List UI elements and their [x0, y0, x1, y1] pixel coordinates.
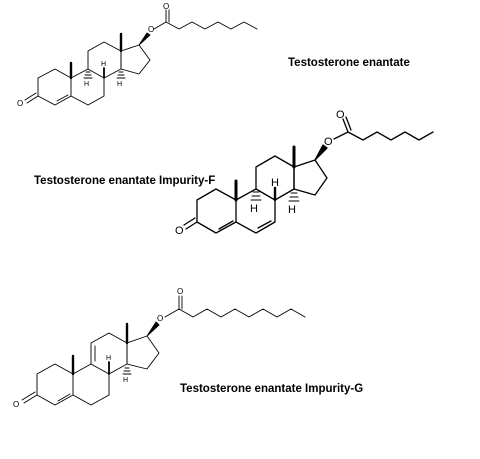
bond-c3-o — [23, 394, 38, 404]
ring-a — [37, 68, 72, 106]
hydrogen-c8-label: H — [271, 177, 279, 189]
hydrogen-c9-label: H — [250, 203, 258, 215]
atom-labels-c: O O O H H — [13, 287, 183, 409]
hydrogen-c14-label: H — [123, 377, 128, 384]
bond-c3-o — [185, 221, 198, 230]
hydrogen-c9-label: H — [84, 81, 89, 88]
ring-c — [90, 332, 128, 375]
ester-chain — [164, 308, 306, 318]
ring-c — [255, 155, 295, 201]
ester-chain — [153, 21, 258, 30]
ester-oxygen-label: O — [157, 314, 163, 323]
ester-chain — [333, 131, 434, 141]
atom-labels-b: O O O H H H — [175, 109, 345, 237]
ring-a — [36, 363, 74, 406]
ring-c — [87, 41, 122, 79]
hashed-bond-c9 — [83, 71, 93, 79]
carbonyl-oxygen-label: O — [163, 2, 169, 11]
bond-c3-o-double — [21, 391, 36, 401]
atom-labels-a: O O O H H H — [17, 2, 169, 108]
wedge-bond-c17-o — [138, 32, 151, 46]
hashed-bond-c14 — [288, 192, 300, 202]
hashed-bond-c14 — [122, 367, 132, 375]
structure-testosterone-enantate — [24, 9, 258, 106]
ketone-oxygen-label: O — [13, 400, 19, 409]
ring-b — [70, 68, 105, 106]
carbonyl-oxygen-label: O — [336, 109, 345, 121]
ring-a — [196, 188, 237, 234]
hashed-bond-c9 — [250, 191, 262, 201]
structure-impurity-f — [183, 116, 434, 234]
hashed-bond-c14 — [116, 71, 126, 79]
carbonyl-bond-double — [345, 116, 352, 131]
ring-d — [293, 159, 328, 196]
caption-testosterone-enantate: Testosterone enantate — [288, 57, 410, 69]
bond-c3-o-double — [24, 92, 37, 101]
bond-c3-o-double — [183, 217, 196, 226]
hydrogen-c8-label: H — [106, 355, 111, 362]
bond-c3-o — [26, 95, 39, 104]
ring-b — [235, 188, 276, 234]
double-bond-c4-c5 — [57, 393, 71, 402]
ketone-oxygen-label: O — [17, 99, 23, 108]
hydrogen-c14-label: H — [117, 81, 122, 88]
double-bond-c4-c5 — [56, 94, 69, 102]
ester-oxygen-label: O — [148, 25, 154, 34]
ring-b — [72, 363, 110, 406]
wedge-bond-c17-o — [146, 321, 160, 337]
caption-impurity-g: Testosterone enantate Impurity-G — [180, 383, 364, 395]
ring-d — [126, 335, 160, 370]
hydrogen-c14-label: H — [288, 204, 296, 216]
ring-d — [120, 44, 151, 75]
hydrogen-c8-label: H — [101, 61, 106, 68]
caption-impurity-f: Testosterone enantate Impurity-F — [34, 175, 216, 187]
carbonyl-bond — [342, 118, 349, 133]
structure-impurity-g — [21, 295, 306, 406]
double-bond-c6-c7 — [257, 220, 272, 229]
double-bond-c4-c5 — [218, 220, 234, 230]
wedge-bond-c17-o — [314, 144, 328, 161]
carbonyl-oxygen-label: O — [177, 287, 183, 296]
ester-oxygen-label: O — [324, 136, 333, 148]
ketone-oxygen-label: O — [175, 225, 184, 237]
